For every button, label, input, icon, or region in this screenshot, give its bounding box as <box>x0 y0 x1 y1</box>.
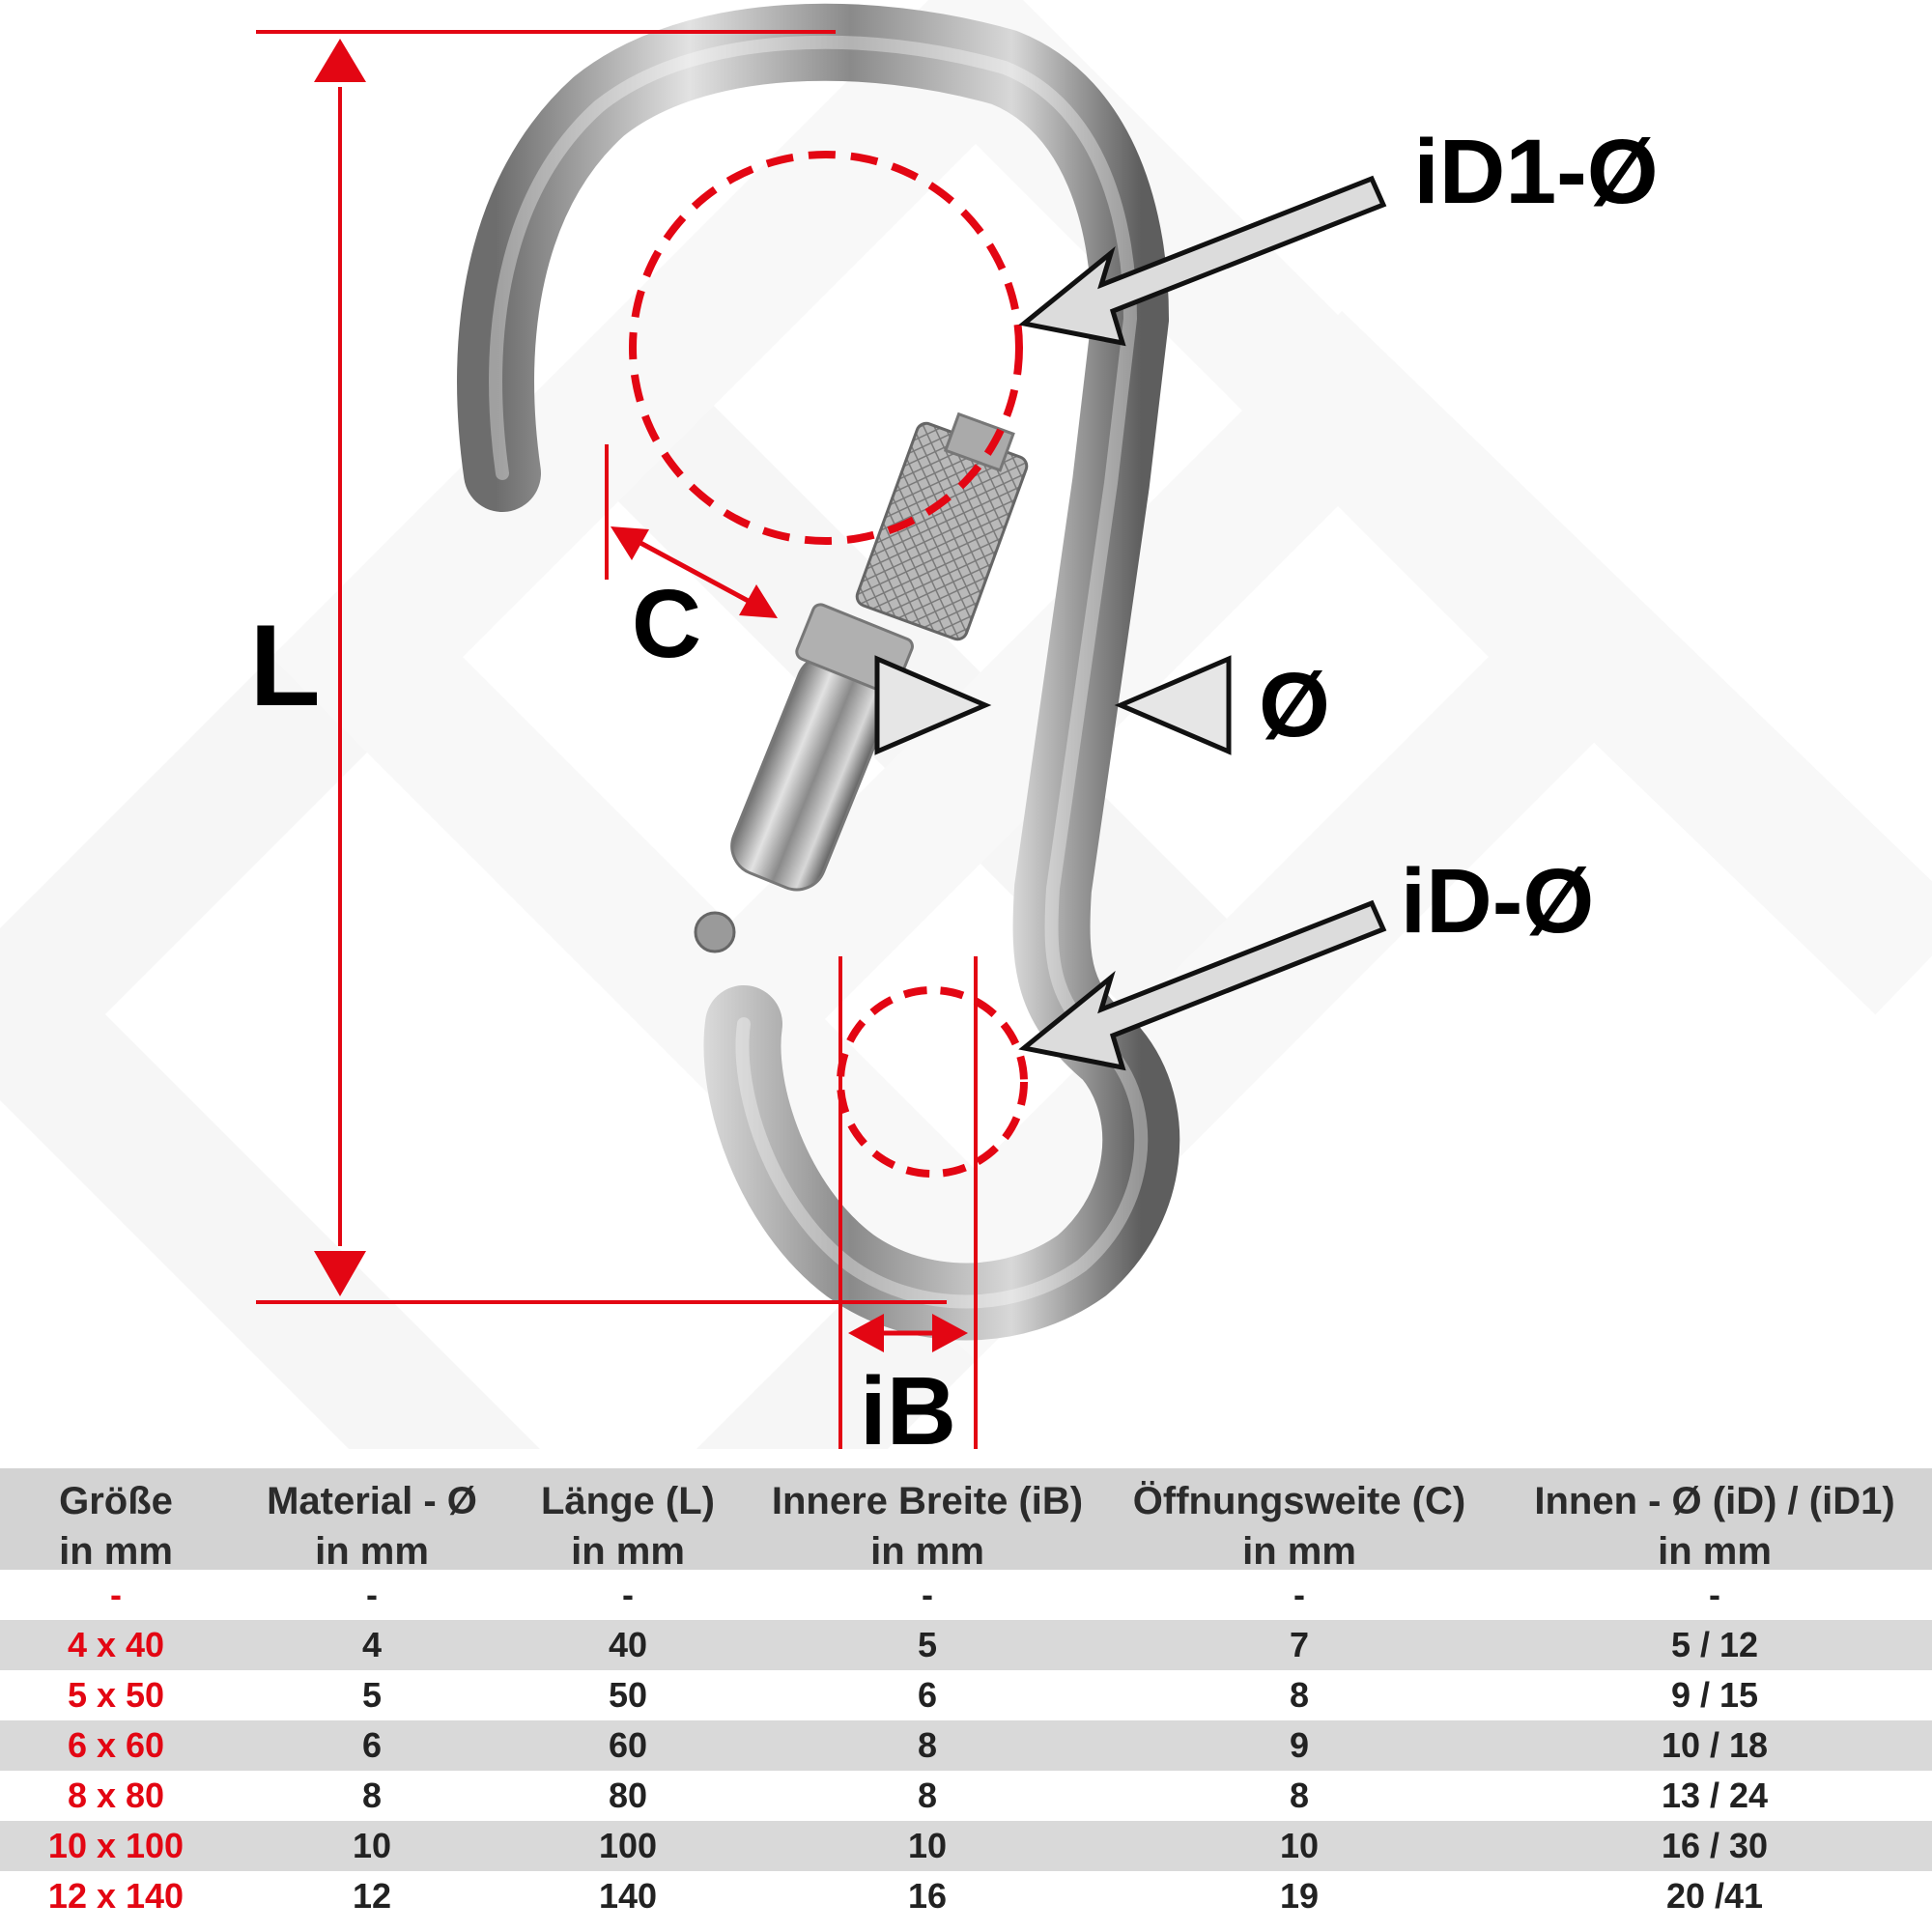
label-ib: iB <box>860 1357 956 1449</box>
id1-arrow <box>1018 175 1387 347</box>
id-arrow <box>1018 899 1387 1071</box>
header-inner-width: Innere Breite (iB) in mm <box>771 1480 1084 1573</box>
material-diameter-arrows <box>874 655 1232 755</box>
label-id1: iD1-Ø <box>1413 121 1658 223</box>
header-length: Länge (L) in mm <box>541 1480 715 1573</box>
header-inner-diameter: Innen - Ø (iD) / (iD1) in mm <box>1534 1480 1895 1573</box>
table-row: 12 x 140 12 140 16 19 20 /41 <box>47 1876 1764 1916</box>
length-dimension <box>256 30 947 1304</box>
label-l: L <box>249 601 320 730</box>
label-c: C <box>632 570 701 678</box>
table-row: - - - - - - <box>110 1575 1720 1614</box>
header-size: Größe in mm <box>59 1480 173 1573</box>
carabiner-body <box>457 3 1180 1341</box>
id-circle <box>837 986 1028 1178</box>
header-opening: Öffnungsweite (C) in mm <box>1132 1480 1466 1573</box>
table-row: 8 x 80 8 80 8 8 13 / 24 <box>67 1776 1769 1815</box>
label-material-diameter: Ø <box>1259 654 1330 756</box>
header-material: Material - Ø in mm <box>267 1480 477 1573</box>
id1-circle <box>629 151 1023 545</box>
carabiner-diagram: L C Ø iD1-Ø iD-Ø iB <box>0 0 1932 1449</box>
label-id: iD-Ø <box>1401 850 1595 952</box>
inner-width-dimension <box>838 956 978 1449</box>
opening-dimension <box>605 444 778 618</box>
watermark-background <box>0 0 1932 1449</box>
spec-table: Größe in mm Material - Ø in mm Länge (L)… <box>0 1468 1932 1932</box>
table-row: 6 x 60 6 60 8 9 10 / 18 <box>0 1720 1932 1771</box>
table-row: 5 x 50 5 50 6 8 9 / 15 <box>67 1675 1759 1715</box>
table-row: 10 x 100 10 100 10 10 16 / 30 <box>0 1821 1932 1871</box>
table-header: Größe in mm Material - Ø in mm Länge (L)… <box>0 1468 1932 1573</box>
table-row: 4 x 40 4 40 5 7 5 / 12 <box>0 1620 1932 1670</box>
